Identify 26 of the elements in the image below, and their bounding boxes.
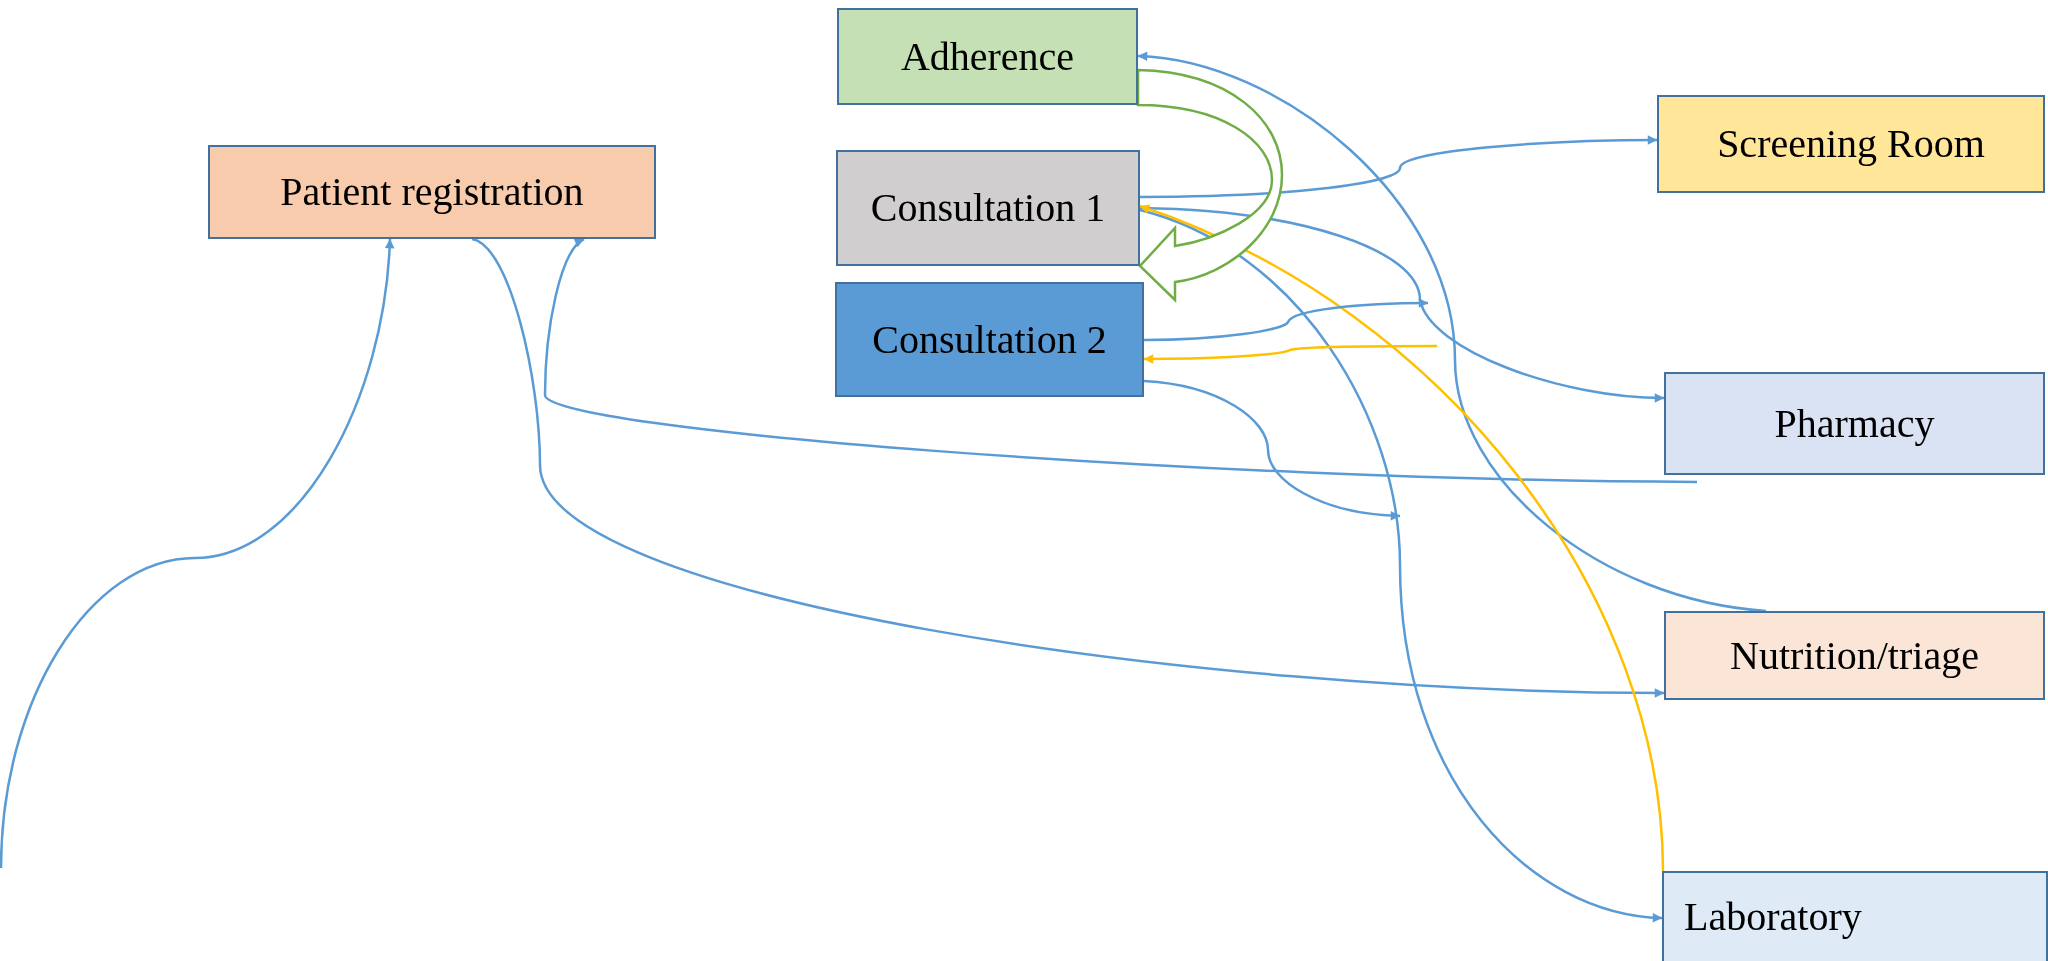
process-box xyxy=(1657,95,2045,193)
process-box xyxy=(836,150,1140,266)
box-label: Laboratory xyxy=(1684,893,1862,941)
box-label: Screening Room xyxy=(1717,120,1985,168)
box-label: Consultation 1 xyxy=(870,184,1106,232)
arrow xyxy=(1143,344,1437,364)
arrow xyxy=(1143,379,1401,521)
arrow xyxy=(543,238,1697,484)
box-label: Adherence xyxy=(900,32,1075,81)
box-label: Nutrition/triage xyxy=(1730,631,1979,680)
arrow xyxy=(0,238,395,869)
arrow xyxy=(1139,206,1665,403)
curved-block-arrow xyxy=(1136,68,1284,302)
box-label: Pharmacy xyxy=(1774,399,1935,448)
process-box xyxy=(1664,611,2045,700)
process-box xyxy=(208,145,656,239)
process-box xyxy=(1662,871,2048,961)
process-box xyxy=(837,8,1138,105)
box-label: Patient registration xyxy=(280,168,584,216)
process-box xyxy=(835,282,1144,397)
process-box xyxy=(1664,372,2045,475)
arrow xyxy=(471,237,1665,698)
arrow xyxy=(1137,52,1767,613)
arrow xyxy=(1140,135,1658,199)
arrow xyxy=(1144,298,1429,342)
box-label: Consultation 2 xyxy=(872,315,1107,364)
